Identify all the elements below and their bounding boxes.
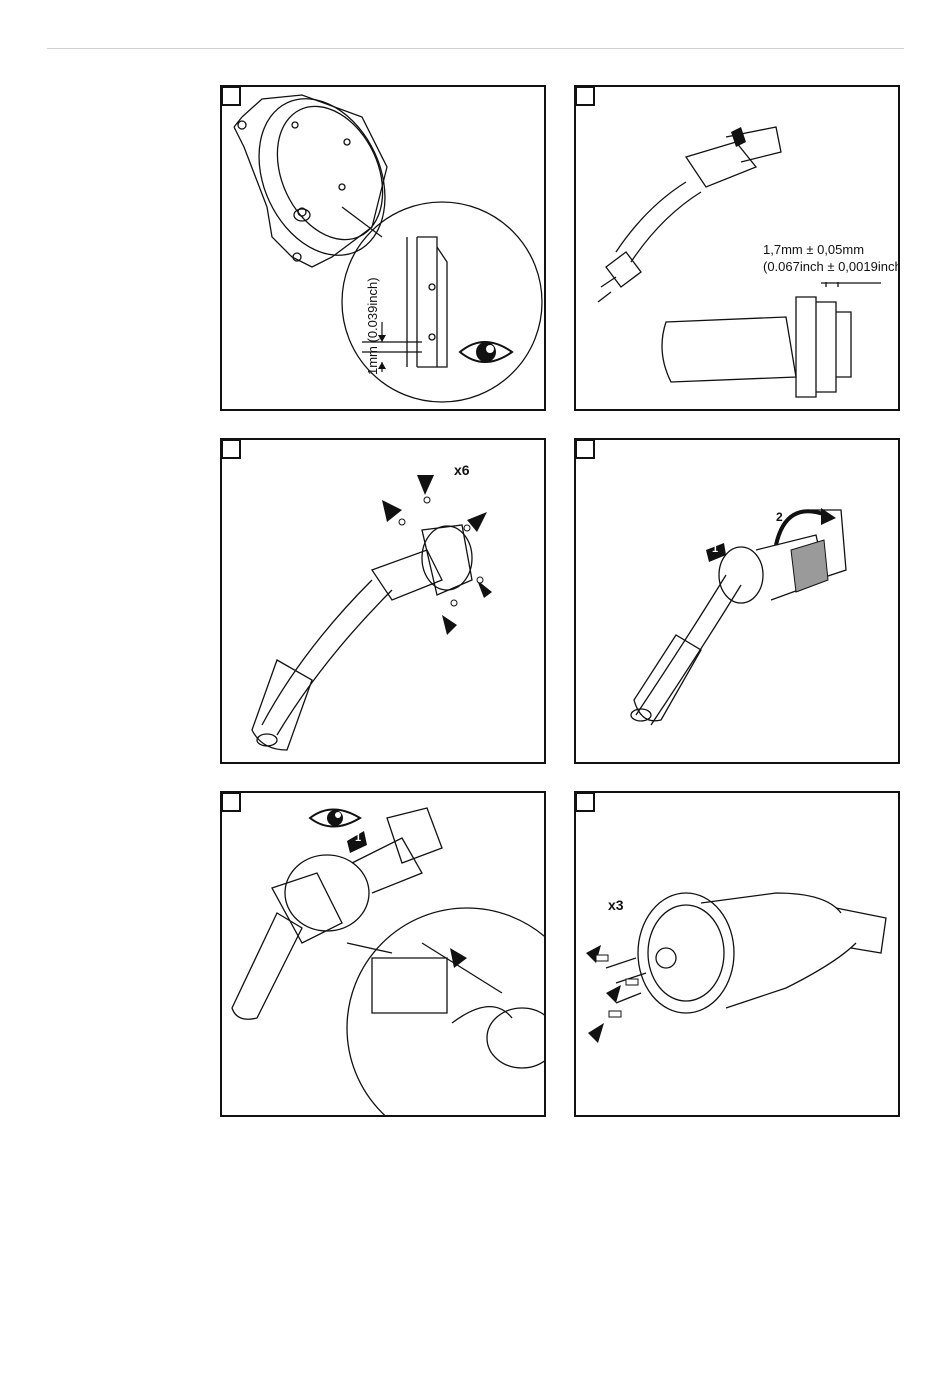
screw-assembly-illustration [576, 793, 900, 1117]
step-marker-2: 2 [776, 510, 783, 524]
screw-count-label: x6 [454, 462, 470, 478]
arrow-icon [382, 475, 492, 635]
step-number-box [221, 792, 241, 812]
header-rule [47, 48, 904, 49]
rotate-arrow-icon [776, 511, 826, 545]
tolerance-label-mm: 1,7mm ± 0,05mm [763, 242, 864, 257]
measurement-label: 1mm (0.039inch) [365, 277, 380, 375]
inspection-illustration [222, 793, 546, 1117]
instruction-panel-5: 1 [220, 791, 546, 1117]
screw-count-label: x3 [608, 897, 624, 913]
instruction-panel-4: 1 2 [574, 438, 900, 764]
step-number-box [575, 439, 595, 459]
tolerance-label-inch: (0.067inch ± 0,0019inch [763, 259, 900, 274]
arrow-icon [450, 948, 467, 968]
step-marker-1: 1 [355, 832, 361, 844]
step-number-box [221, 439, 241, 459]
step-number-box [221, 86, 241, 106]
flange-illustration [222, 87, 546, 411]
step-number-box [575, 792, 595, 812]
instruction-panel-6: x3 [574, 791, 900, 1117]
eye-icon [460, 342, 512, 362]
sleeve-removal-illustration [576, 440, 900, 764]
step-marker-1: 1 [712, 543, 718, 555]
instruction-panel-2: 1,7mm ± 0,05mm (0.067inch ± 0,0019inch [574, 85, 900, 411]
instruction-panel-3: x6 [220, 438, 546, 764]
instruction-panel-1: 1mm (0.039inch) [220, 85, 546, 411]
screw-removal-illustration [222, 440, 546, 764]
step-number-box [575, 86, 595, 106]
eye-icon [310, 810, 360, 827]
